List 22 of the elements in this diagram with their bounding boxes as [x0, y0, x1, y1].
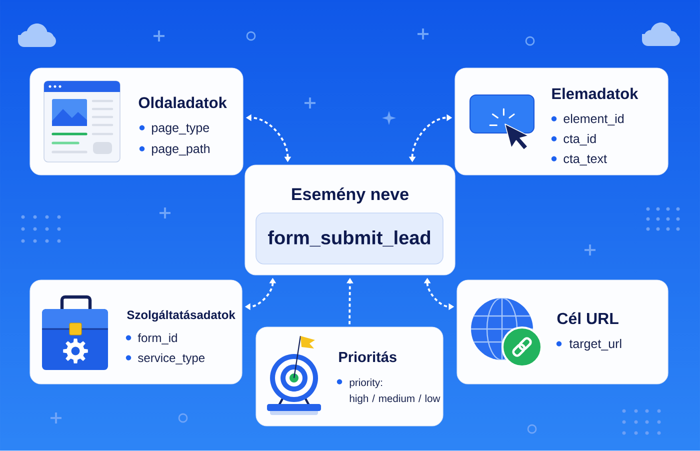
list-item: page_path: [152, 144, 210, 156]
info-card: [456, 280, 668, 384]
card-title: Esemény neve: [292, 188, 408, 204]
list-item: priority: high / medium / low: [350, 378, 440, 404]
card-title: Elemadatok: [552, 88, 638, 100]
card-title: Prioritás: [339, 351, 396, 362]
info-card: [244, 164, 456, 276]
info-card: [256, 326, 444, 426]
list-item: service_type: [138, 353, 205, 364]
list-item: cta_id: [564, 134, 596, 146]
card-title: Szolgáltatásadatok: [127, 310, 236, 322]
info-card: [30, 68, 244, 176]
list-item: cta_text: [564, 154, 607, 166]
info-card: [454, 68, 668, 176]
info-card: [30, 280, 242, 384]
list-item: page_type: [152, 124, 210, 135]
list-item: element_id: [564, 114, 624, 126]
card-title: Cél URL: [557, 312, 618, 324]
list-item: form_id: [138, 333, 177, 344]
value-box: form_submit_lead: [256, 212, 444, 264]
list-item: target_url: [569, 338, 622, 351]
card-title: Oldaladatok: [138, 96, 227, 108]
